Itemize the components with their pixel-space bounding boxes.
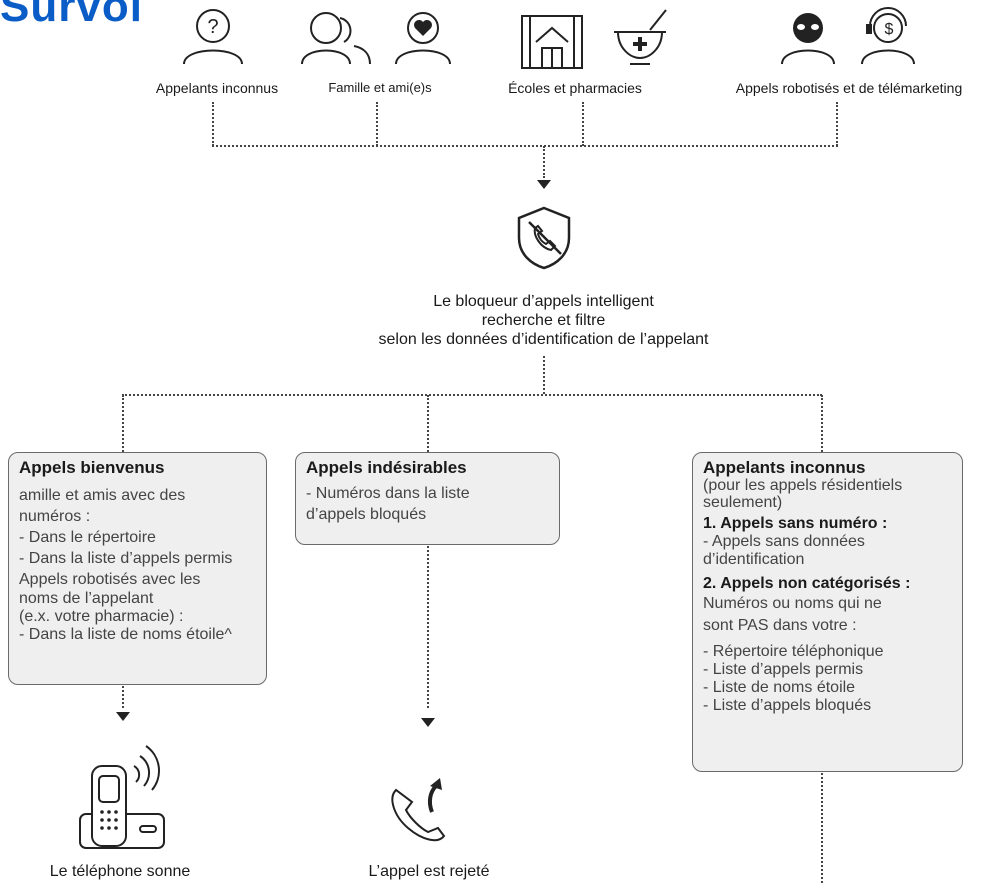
- connector-line: [821, 773, 823, 883]
- unwanted-calls-box: Appels indésirables - Numéros dans la li…: [295, 452, 560, 545]
- no-number-line: d’identification: [703, 551, 805, 568]
- welcome-line: - Dans le répertoire: [19, 529, 156, 546]
- robber-icon: [781, 13, 835, 65]
- uncategorized-line: Numéros ou noms qui ne: [703, 595, 882, 612]
- welcome-line: - Dans la liste de noms étoile^: [19, 626, 232, 643]
- unknown-sub: (pour les appels résidentiels: [703, 477, 903, 494]
- svg-text:?: ?: [207, 16, 218, 38]
- list-line: - Liste d’appels permis: [703, 661, 864, 678]
- friend-heart-icon: [395, 12, 451, 65]
- welcome-calls-box: Appels bienvenus amille et amis avec des…: [8, 452, 267, 685]
- call-blocker-description: Le bloqueur d’appels intelligent recherc…: [280, 292, 807, 349]
- unknown-callers-box: Appelants inconnus (pour les appels rési…: [692, 452, 963, 772]
- page-title: Survol: [0, 0, 143, 31]
- no-number-heading: 1. Appels sans numéro :: [703, 515, 888, 532]
- no-number-line: - Appels sans données: [703, 533, 865, 550]
- unknown-heading: Appelants inconnus: [703, 458, 866, 477]
- schools-pharmacies-label: Écoles et pharmacies: [508, 80, 642, 96]
- ringing-phone-icon: [79, 745, 165, 849]
- family-icon: [301, 12, 371, 65]
- call-rejected-label: L’appel est rejeté: [368, 863, 490, 880]
- connector-line: [543, 146, 545, 178]
- svg-text:$: $: [885, 21, 894, 38]
- arrow-down: [537, 180, 551, 189]
- uncategorized-line: sont PAS dans votre :: [703, 617, 857, 634]
- connector-line: [122, 686, 124, 708]
- unwanted-heading: Appels indésirables: [306, 458, 467, 477]
- connector-line: [122, 394, 822, 396]
- welcome-line: (e.x. votre pharmacie) :: [19, 608, 184, 625]
- list-line: - Répertoire téléphonique: [703, 643, 884, 660]
- connector-line: [836, 102, 838, 146]
- family-friends-label: Famille et ami(e)s: [328, 80, 432, 95]
- unknown-callers-label: Appelants inconnus: [155, 80, 279, 96]
- telemarketer-icon: $: [861, 7, 915, 65]
- arrow-down: [116, 712, 130, 721]
- unwanted-line: d’appels bloqués: [306, 506, 427, 523]
- list-line: - Liste de noms étoile: [703, 679, 856, 696]
- welcome-line: noms de l’appelant: [19, 590, 154, 607]
- welcome-line: numéros :: [19, 508, 91, 525]
- welcome-line: amille et amis avec des: [19, 487, 186, 504]
- connector-line: [821, 395, 823, 452]
- connector-line: [212, 102, 214, 146]
- robo-telemarketing-label: Appels robotisés et de télémarketing: [735, 80, 963, 96]
- arrow-down: [421, 718, 435, 727]
- welcome-line: Appels robotisés avec les: [19, 571, 201, 588]
- unwanted-line: - Numéros dans la liste: [306, 485, 470, 502]
- connector-line: [212, 145, 838, 147]
- rejected-call-icon: [391, 778, 446, 842]
- list-line: - Liste d’appels bloqués: [703, 697, 872, 714]
- school-icon: [521, 15, 583, 69]
- welcome-heading: Appels bienvenus: [19, 458, 165, 477]
- unknown-sub: seulement): [703, 494, 783, 511]
- connector-line: [543, 356, 545, 394]
- connector-line: [427, 546, 429, 708]
- connector-line: [122, 395, 124, 452]
- uncategorized-heading: 2. Appels non catégorisés :: [703, 575, 911, 592]
- center-line-3: selon les données d’identification de l’…: [378, 331, 709, 348]
- pharmacy-icon: [614, 9, 667, 65]
- connector-line: [376, 102, 378, 146]
- unknown-caller-icon: ?: [183, 9, 243, 65]
- call-blocker-shield-icon: [517, 206, 571, 270]
- phone-rings-label: Le téléphone sonne: [49, 863, 191, 880]
- connector-line: [582, 102, 584, 146]
- center-line-2: recherche et filtre: [481, 312, 606, 329]
- connector-line: [427, 395, 429, 452]
- center-line-1: Le bloqueur d’appels intelligent: [433, 293, 654, 310]
- welcome-line: - Dans la liste d’appels permis: [19, 550, 233, 567]
